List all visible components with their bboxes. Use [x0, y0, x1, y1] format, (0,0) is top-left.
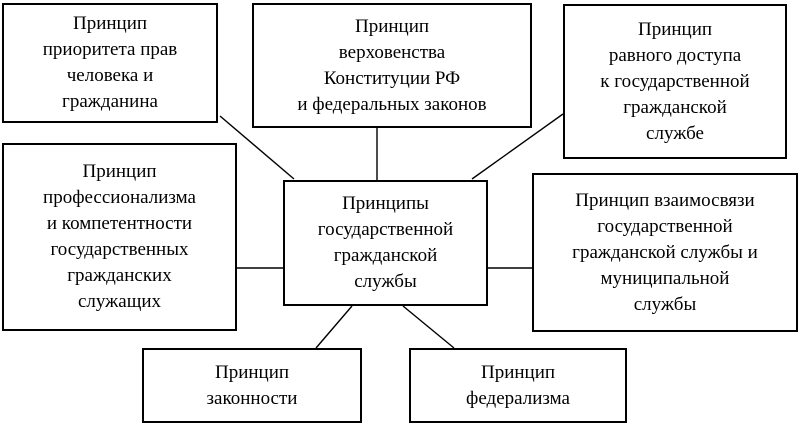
- node-text-line: Конституции РФ: [323, 67, 461, 89]
- node-text-line: Принцип: [480, 361, 556, 383]
- node-text-line: гражданина: [62, 91, 158, 112]
- node-text-line: гражданской службы и: [572, 241, 758, 263]
- node-text-line: служащих: [77, 291, 162, 312]
- node-text-line: человека и: [66, 65, 154, 86]
- node-text-line: к государственной: [600, 70, 750, 92]
- node-text-line: профессионализма: [43, 187, 196, 208]
- node-text-line: муниципальной: [600, 267, 730, 289]
- node-text-line: гражданской: [333, 245, 438, 266]
- node-text-line: Принцип: [82, 161, 157, 182]
- node-text-line: Принцип: [72, 13, 148, 34]
- node-priority-of-rights: Принцип приоритета прав человека и гражд…: [2, 3, 218, 123]
- node-text-line: государственной: [317, 219, 454, 240]
- connector-central-priority: [219, 115, 295, 180]
- node-text-line: и федеральных законов: [297, 93, 487, 115]
- node-text-line: службы: [633, 293, 697, 315]
- connector-central-legality: [315, 305, 353, 349]
- node-interrelation-municipal: Принцип взаимосвязи государственной граж…: [532, 173, 798, 332]
- node-text-line: государственных: [50, 239, 189, 260]
- node-text-line: Принципы: [342, 193, 429, 214]
- connector-central-equal-access: [471, 113, 564, 180]
- node-text-line: и компетентности: [46, 213, 193, 234]
- node-text-line: законности: [206, 387, 298, 409]
- node-text-line: Принцип: [637, 18, 713, 40]
- node-text-line: службы: [354, 271, 417, 292]
- node-central-principles: Принципы государственной гражданской слу…: [283, 180, 488, 306]
- connector-central-federalism: [402, 305, 455, 349]
- node-professionalism: Принцип профессионализма и компетентност…: [2, 143, 237, 331]
- node-equal-access: Принцип равного доступа к государственно…: [563, 4, 787, 159]
- node-legality: Принцип законности: [142, 348, 362, 423]
- node-text-line: равного доступа: [608, 44, 742, 66]
- node-text-line: Принцип: [354, 15, 430, 37]
- node-federalism: Принцип федерализма: [409, 348, 627, 423]
- node-constitution-supremacy: Принцип верховенства Конституции РФ и фе…: [252, 3, 532, 128]
- node-text-line: Принцип: [214, 361, 290, 383]
- node-text-line: приоритета прав: [42, 39, 178, 60]
- node-text-line: федерализма: [466, 387, 570, 409]
- node-text-line: государственной: [597, 215, 733, 237]
- node-text-line: верховенства: [338, 41, 446, 63]
- node-text-line: Принцип взаимосвязи: [575, 189, 755, 211]
- node-text-line: службе: [646, 122, 704, 144]
- node-text-line: гражданской: [623, 96, 727, 118]
- node-text-line: гражданских: [67, 265, 172, 286]
